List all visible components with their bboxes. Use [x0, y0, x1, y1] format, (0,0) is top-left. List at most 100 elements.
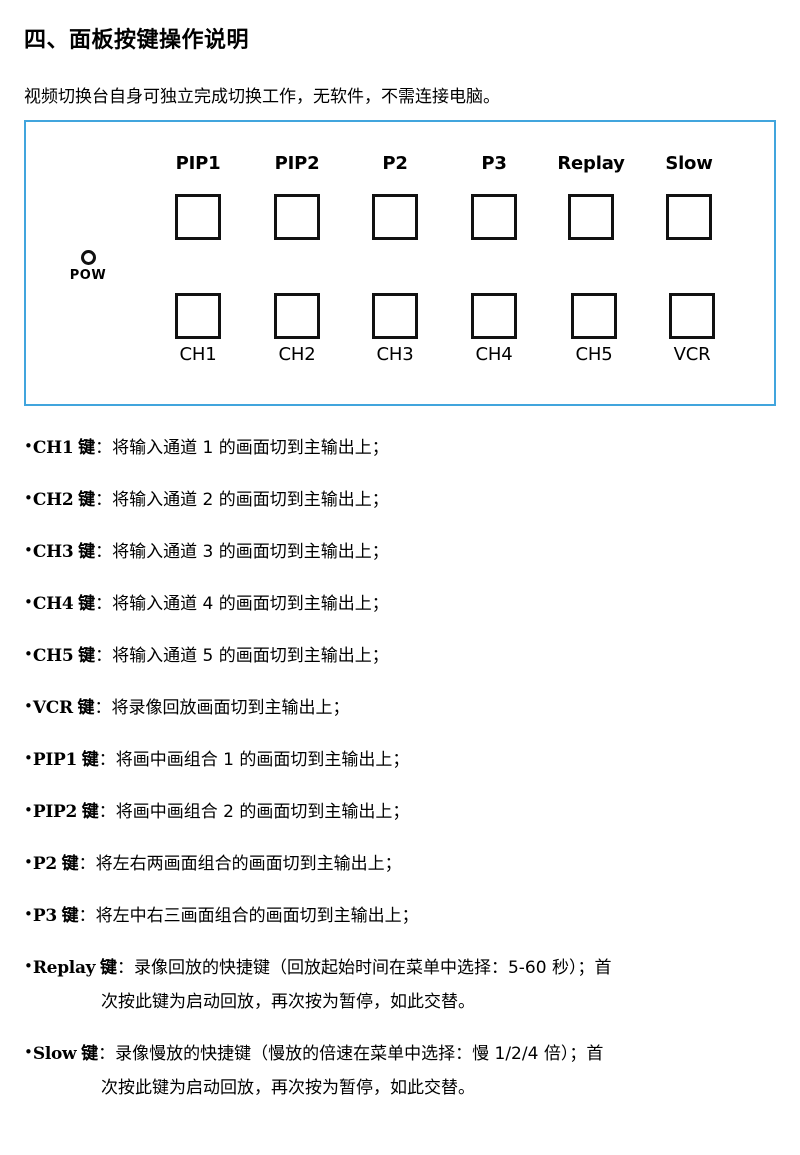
list-item: •CH1 键：将输入通道 1 的画面切到主输出上； [24, 432, 784, 462]
panel-key-button[interactable] [175, 194, 221, 240]
colon: ： [78, 854, 96, 874]
key-word: 键 [61, 854, 79, 874]
panel-key-button[interactable] [669, 293, 715, 339]
bullet-icon: • [24, 437, 33, 455]
list-item-line: •Replay 键：录像回放的快捷键（回放起始时间在菜单中选择：5-60 秒）；… [24, 952, 784, 982]
colon: ： [95, 542, 113, 562]
list-item-line: •CH3 键：将输入通道 3 的画面切到主输出上； [24, 536, 784, 566]
list-item-line: •VCR 键：将录像回放画面切到主输出上； [24, 692, 784, 722]
key-name: Replay [32, 958, 96, 978]
list-item-line: •PIP2 键：将画中画组合 2 的画面切到主输出上； [24, 796, 784, 826]
list-item: •P2 键：将左右两画面组合的画面切到主输出上； [24, 848, 784, 878]
key-description: 将输入通道 5 的画面切到主输出上； [112, 646, 389, 666]
bullet-icon: • [24, 801, 33, 819]
power-indicator: POW [58, 250, 118, 282]
colon: ： [78, 906, 96, 926]
panel-key-button[interactable] [471, 194, 517, 240]
page-title: 四、面板按键操作说明 [24, 27, 250, 53]
panel-key-slow[interactable]: Slow [643, 155, 735, 240]
panel-key-p3[interactable]: P3 [448, 155, 540, 240]
list-item-line: •CH4 键：将输入通道 4 的画面切到主输出上； [24, 588, 784, 618]
key-word: 键 [78, 646, 96, 666]
list-item-line: •CH5 键：将输入通道 5 的画面切到主输出上； [24, 640, 784, 670]
key-name: PIP2 [32, 802, 78, 822]
key-name: VCR [32, 698, 73, 718]
key-word: 键 [81, 1044, 99, 1064]
key-description-continued: 次按此键为启动回放，再次按为暂停，如此交替。 [101, 1078, 475, 1098]
bullet-icon: • [24, 489, 33, 507]
panel-key-label: CH1 [179, 344, 217, 365]
panel-key-ch1[interactable]: CH1 [152, 293, 244, 366]
list-item: •VCR 键：将录像回放画面切到主输出上； [24, 692, 784, 722]
list-item-line: •Slow 键：录像慢放的快捷键（慢放的倍速在菜单中选择：慢 1/2/4 倍）；… [24, 1038, 784, 1068]
key-name: PIP1 [32, 750, 78, 770]
key-description: 将画中画组合 1 的画面切到主输出上； [115, 750, 410, 770]
bullet-icon: • [24, 905, 33, 923]
key-description-list: •CH1 键：将输入通道 1 的画面切到主输出上； •CH2 键：将输入通道 2… [24, 432, 784, 1124]
key-word: 键 [81, 750, 99, 770]
panel-key-button[interactable] [175, 293, 221, 339]
key-name: CH4 [32, 594, 74, 614]
key-description: 将输入通道 4 的画面切到主输出上； [112, 594, 389, 614]
list-item: •CH2 键：将输入通道 2 的画面切到主输出上； [24, 484, 784, 514]
panel-key-button[interactable] [571, 293, 617, 339]
panel-key-button[interactable] [274, 293, 320, 339]
list-item-line: •CH1 键：将输入通道 1 的画面切到主输出上； [24, 432, 784, 462]
panel-key-label: VCR [673, 344, 711, 365]
panel-key-pip1[interactable]: PIP1 [152, 155, 244, 240]
panel-key-label: CH3 [376, 344, 414, 365]
key-word: 键 [78, 438, 96, 458]
panel-key-ch5[interactable]: CH5 [548, 293, 640, 366]
panel-key-pip2[interactable]: PIP2 [251, 155, 343, 240]
panel-key-button[interactable] [666, 194, 712, 240]
key-name: P2 [32, 854, 57, 874]
key-description: 将输入通道 1 的画面切到主输出上； [112, 438, 389, 458]
panel-key-label: P2 [382, 153, 408, 174]
intro-paragraph: 视频切换台自身可独立完成切换工作，无软件，不需连接电脑。 [24, 87, 500, 107]
key-name: CH3 [32, 542, 74, 562]
list-item: •Replay 键：录像回放的快捷键（回放起始时间在菜单中选择：5-60 秒）；… [24, 952, 784, 1016]
list-item: •P3 键：将左中右三画面组合的画面切到主输出上； [24, 900, 784, 930]
bullet-icon: • [24, 593, 33, 611]
panel-key-button[interactable] [274, 194, 320, 240]
key-name: Slow [32, 1044, 77, 1064]
panel-key-label: Slow [665, 153, 713, 174]
panel-key-button[interactable] [568, 194, 614, 240]
bullet-icon: • [24, 541, 33, 559]
panel-key-label: PIP2 [274, 153, 320, 174]
key-word: 键 [78, 594, 96, 614]
key-description: 录像慢放的快捷键（慢放的倍速在菜单中选择：慢 1/2/4 倍）；首 [115, 1044, 604, 1064]
panel-key-button[interactable] [372, 194, 418, 240]
panel-key-ch4[interactable]: CH4 [448, 293, 540, 366]
key-description: 将输入通道 3 的画面切到主输出上； [112, 542, 389, 562]
colon: ： [95, 490, 113, 510]
panel-key-vcr[interactable]: VCR [646, 293, 738, 366]
panel-key-label: CH5 [575, 344, 613, 365]
key-word: 键 [99, 958, 117, 978]
bullet-icon: • [24, 697, 33, 715]
panel-key-ch3[interactable]: CH3 [349, 293, 441, 366]
colon: ： [98, 750, 116, 770]
panel-key-replay[interactable]: Replay [545, 155, 637, 240]
list-item: •CH3 键：将输入通道 3 的画面切到主输出上； [24, 536, 784, 566]
power-label: POW [69, 268, 107, 283]
key-description: 将录像回放画面切到主输出上； [111, 698, 350, 718]
panel-key-button[interactable] [372, 293, 418, 339]
list-item: •PIP1 键：将画中画组合 1 的画面切到主输出上； [24, 744, 784, 774]
front-panel-diagram: POW PIP1 PIP2 P2 P3 Replay Slow CH1 CH2 … [24, 120, 776, 406]
colon: ： [116, 958, 134, 978]
bullet-icon: • [24, 957, 33, 975]
panel-key-label: CH4 [475, 344, 513, 365]
panel-key-button[interactable] [471, 293, 517, 339]
bullet-icon: • [24, 645, 33, 663]
key-name: CH1 [32, 438, 74, 458]
key-description: 将左中右三画面组合的画面切到主输出上； [95, 906, 419, 926]
panel-key-ch2[interactable]: CH2 [251, 293, 343, 366]
panel-key-p2[interactable]: P2 [349, 155, 441, 240]
list-item: •Slow 键：录像慢放的快捷键（慢放的倍速在菜单中选择：慢 1/2/4 倍）；… [24, 1038, 784, 1102]
key-name: P3 [32, 906, 57, 926]
colon: ： [98, 1044, 116, 1064]
panel-key-label: CH2 [278, 344, 316, 365]
colon: ： [98, 802, 116, 822]
key-description-continued: 次按此键为启动回放，再次按为暂停，如此交替。 [101, 992, 475, 1012]
